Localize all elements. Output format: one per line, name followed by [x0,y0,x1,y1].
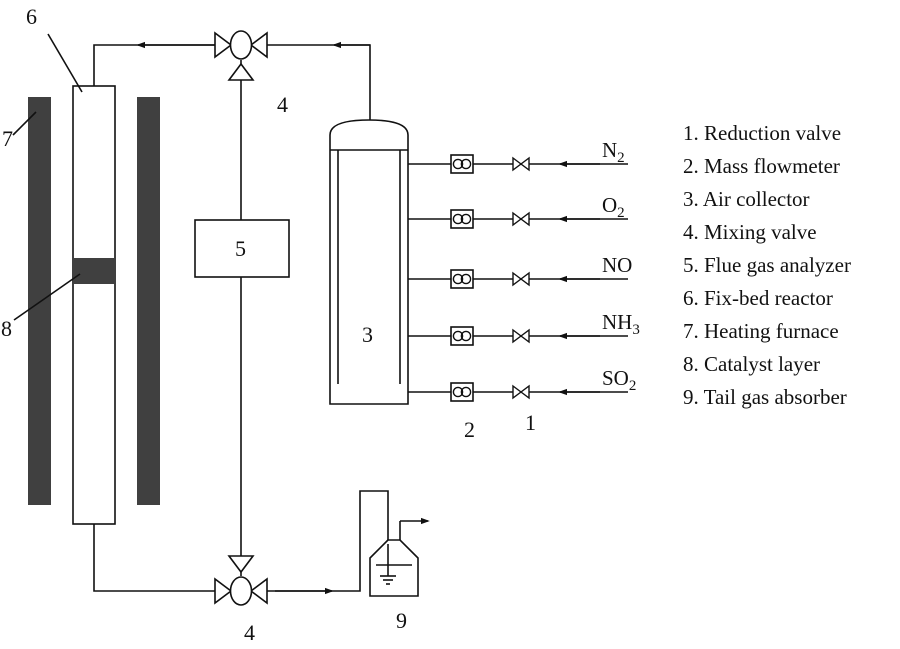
flue-gas-analyzer [194,219,290,278]
gas-feed-lines [408,154,628,402]
mass-flowmeter-icon [450,269,474,289]
reduction-valve-icon [512,271,530,287]
leader-line-furnace [12,111,37,136]
legend-item: 2. Mass flowmeter [683,154,840,178]
legend-item: 8. Catalyst layer [683,352,820,376]
callout-7: 7 [2,126,13,151]
legend-item: 6. Fix-bed reactor [683,286,833,310]
gas-label: NH3 [602,310,640,338]
reduction-valve-icon [512,211,530,227]
gas-label: NO [602,253,632,277]
tail-gas-absorber [369,517,430,597]
callout-9: 9 [396,608,407,633]
callout-8: 8 [1,316,12,341]
legend-item: 1. Reduction valve [683,121,841,145]
gas-feed-row [408,154,628,174]
gas-feed-row [408,209,628,229]
legend-item: 7. Heating furnace [683,319,839,343]
legend: 1. Reduction valve 2. Mass flowmeter 3. Ai… [683,121,851,409]
reduction-valve-icon [512,156,530,172]
reduction-valve-icon [512,328,530,344]
callout-4-bottom: 4 [244,620,255,645]
top-gas-line [93,44,371,120]
gas-feed-row [408,326,628,346]
legend-item: 4. Mixing valve [683,220,817,244]
legend-item: 5. Flue gas analyzer [683,253,851,277]
callout-4-top: 4 [277,92,288,117]
gas-label: O2 [602,193,625,221]
gas-label: N2 [602,138,625,166]
air-collector [329,119,409,405]
leader-line-catalyst [13,273,81,321]
mass-flowmeter-icon [450,326,474,346]
mixing-valve-bottom [214,555,268,606]
leader-line-reactor [47,33,83,93]
legend-item: 9. Tail gas absorber [683,385,847,409]
legend-item: 3. Air collector [683,187,810,211]
callout-1: 1 [525,410,536,435]
callout-6: 6 [26,4,37,29]
gas-label: SO2 [602,366,636,394]
mass-flowmeter-icon [450,209,474,229]
heating-furnace-right-wall [137,97,160,505]
callout-5: 5 [235,236,246,261]
mass-flowmeter-icon [450,154,474,174]
callout-2: 2 [464,417,475,442]
heating-furnace-left-wall [28,97,51,505]
reduction-valve-icon [512,384,530,400]
callout-3: 3 [362,322,373,347]
mass-flowmeter-icon [450,382,474,402]
gas-feed-row [408,382,628,402]
mixing-valve-top [214,30,268,81]
bottom-gas-line [93,490,389,592]
fixed-bed-reactor [72,85,116,525]
catalyst-layer [73,258,115,284]
gas-feed-row [408,269,628,289]
